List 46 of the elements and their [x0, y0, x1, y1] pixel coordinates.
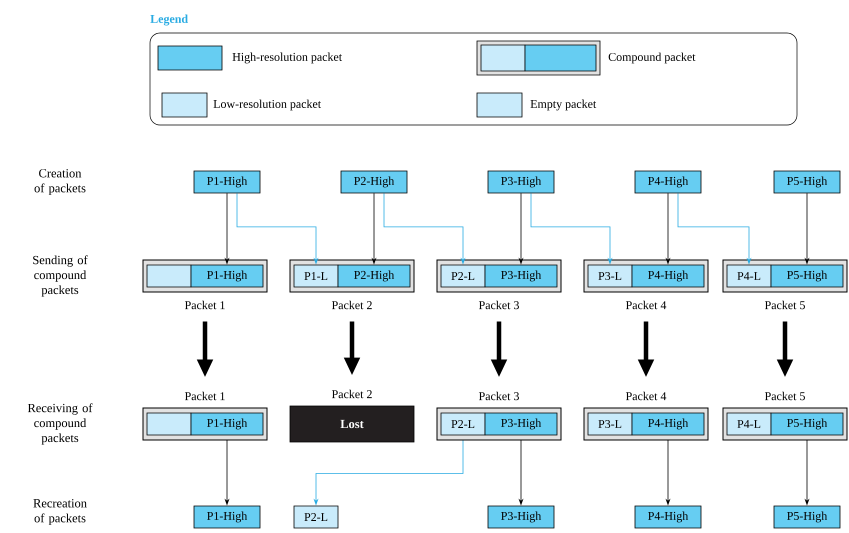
- packet-caption: Packet 2: [332, 300, 372, 310]
- packet-box: P2-High: [340, 170, 408, 194]
- packet-caption: Packet 3: [478, 300, 519, 310]
- packet-box: P1-High: [194, 170, 260, 194]
- packet-caption: Packet 3: [478, 392, 519, 400]
- packet-box: P1-High: [194, 506, 260, 528]
- packet-box: P4-L: [726, 412, 772, 436]
- packet-caption: Packet 1: [184, 300, 225, 310]
- packet-box: P2-L: [440, 264, 486, 288]
- row-label: Creation of packets: [34, 169, 86, 195]
- packet-box: P4-High: [632, 264, 704, 288]
- packet-box: P4-High: [634, 170, 702, 194]
- packet-caption: Packet 2: [332, 390, 372, 398]
- legend-text: Low-resolution packet: [214, 100, 322, 110]
- packet-box: P2-L: [440, 412, 486, 436]
- packet-caption: Packet 4: [626, 392, 666, 400]
- packet-box: P2-L: [294, 506, 338, 528]
- packet-caption: Packet 5: [764, 392, 805, 400]
- packet-caption: Packet 1: [184, 392, 225, 400]
- packet-box: P3-High: [484, 264, 558, 288]
- row-label: Recreation of packets: [33, 499, 87, 525]
- packet-box: P5-High: [770, 264, 844, 288]
- legend-text: Compound packet: [608, 52, 696, 64]
- packet-box: P3-L: [588, 412, 632, 436]
- legend-text: Empty packet: [530, 100, 596, 110]
- packet-box: P2-High: [338, 264, 410, 288]
- packet-box: P5-High: [770, 412, 844, 436]
- packet-box: P3-High: [488, 506, 554, 528]
- packet-box: P5-High: [774, 506, 840, 528]
- packet-box: P3-High: [488, 170, 554, 194]
- packet-box: P4-L: [726, 264, 772, 288]
- lost-packet-box: Lost: [290, 406, 414, 442]
- packet-box: P1-High: [190, 412, 264, 436]
- packet-box: P5-High: [774, 170, 840, 194]
- packet-box: P4-High: [634, 506, 702, 528]
- packet-box: P1-High: [190, 264, 264, 288]
- packet-box: P3-High: [484, 412, 558, 436]
- packet-caption: Packet 4: [626, 300, 666, 310]
- packet-box: P1-L: [294, 264, 338, 288]
- legend-title: Legend: [150, 14, 188, 26]
- row-label: Sending of compound packets: [33, 255, 88, 297]
- packet-box: P4-High: [632, 412, 704, 436]
- packet-caption: Packet 5: [764, 300, 805, 310]
- packet-box: P3-L: [588, 264, 632, 288]
- row-label: Receiving of compound packets: [28, 403, 93, 445]
- legend-text: High-resolution packet: [232, 52, 342, 64]
